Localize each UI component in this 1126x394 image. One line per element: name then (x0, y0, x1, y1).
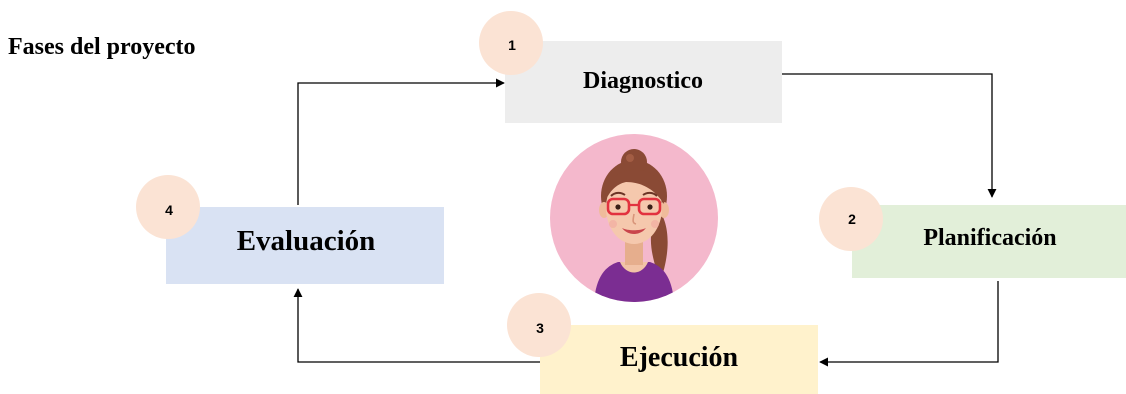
badge-number-4: 4 (165, 202, 173, 218)
badge-number-2: 2 (848, 211, 856, 227)
diagram-title: Fases del proyecto (8, 34, 196, 60)
phase-planificacion: Planificación 2 (819, 187, 1126, 278)
badge-number-1: 1 (508, 37, 516, 53)
phase-label-ejecucion: Ejecución (620, 342, 739, 373)
phase-label-diagnostico: Diagnostico (583, 68, 703, 94)
phase-ejecucion: Ejecución 3 (507, 293, 818, 394)
avatar (550, 134, 718, 302)
arrow-evaluacion-to-diagnostico (297, 78, 505, 205)
phase-diagnostico: Diagnostico 1 (479, 11, 782, 123)
badge-number-3: 3 (536, 320, 544, 336)
phase-box-planificacion (852, 205, 1126, 278)
badge-4 (136, 175, 200, 239)
phase-label-planificacion: Planificación (923, 225, 1056, 251)
phase-evaluacion: Evaluación 4 (136, 175, 444, 284)
arrow-planificacion-to-ejecucion (819, 281, 999, 367)
phase-box-evaluacion (166, 207, 444, 284)
phase-box-diagnostico (505, 41, 782, 123)
phase-box-ejecucion (540, 325, 818, 394)
arrow-ejecucion-to-evaluacion (293, 288, 540, 363)
badge-3 (507, 293, 571, 357)
woman-with-glasses-icon (594, 149, 674, 302)
phase-label-evaluacion: Evaluación (237, 225, 376, 257)
badge-1 (479, 11, 543, 75)
arrow-diagnostico-to-planificacion (782, 73, 997, 198)
badge-2 (819, 187, 883, 251)
